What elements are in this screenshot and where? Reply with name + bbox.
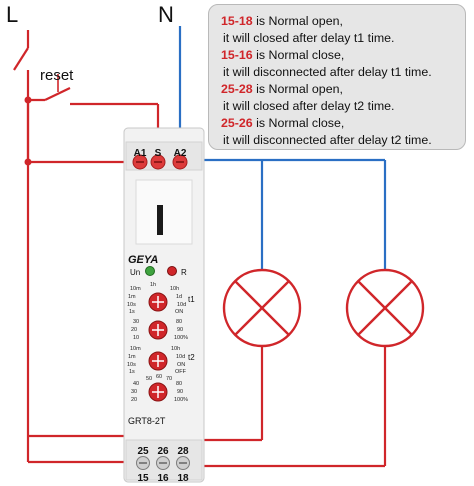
contact-description: is Normal open,	[252, 82, 343, 96]
svg-text:1m: 1m	[128, 294, 136, 300]
svg-text:30: 30	[133, 319, 139, 325]
led-label-r: R	[181, 268, 187, 277]
svg-text:1h: 1h	[150, 282, 156, 288]
dial-t1-label: t1	[188, 295, 195, 304]
svg-text:20: 20	[131, 397, 137, 403]
svg-text:20: 20	[131, 327, 137, 333]
svg-text:10m: 10m	[130, 286, 141, 292]
terminal-label-28: 28	[177, 446, 189, 457]
svg-text:1d: 1d	[176, 294, 182, 300]
led-un-indicator-icon	[145, 266, 155, 276]
svg-text:50: 50	[146, 376, 152, 382]
svg-text:10s: 10s	[127, 302, 136, 308]
contact-code: 25-26	[221, 116, 253, 130]
dial-t1-percent-scale: 30 80 20 90 10 100%	[131, 319, 188, 341]
dial-t2-label: t2	[188, 353, 195, 362]
led-r-indicator-icon	[167, 266, 177, 276]
svg-text:10s: 10s	[127, 362, 136, 368]
svg-text:70: 70	[166, 376, 172, 382]
live-wires	[26, 30, 387, 468]
svg-text:1m: 1m	[128, 354, 136, 360]
svg-text:10h: 10h	[170, 286, 179, 292]
contact-description: is Normal close,	[252, 48, 345, 62]
dial-t2-percent-scale: 50 60 70 40 80 30 90 20 100%	[131, 374, 188, 403]
contact-description: it will disconnected after delay t2 time…	[223, 133, 432, 147]
svg-text:1s: 1s	[129, 309, 135, 315]
info-line: it will disconnected after delay t1 time…	[221, 64, 457, 81]
contact-code: 15-18	[221, 14, 253, 28]
model-label: GRT8-2T	[128, 416, 166, 426]
svg-text:ON: ON	[175, 309, 183, 315]
info-line: 25-26 is Normal close,	[221, 115, 457, 132]
svg-text:10h: 10h	[171, 346, 180, 352]
neutral-label: N	[158, 2, 174, 27]
terminal-label-25: 25	[137, 446, 149, 457]
contact-description: it will closed after delay t1 time.	[223, 31, 395, 45]
svg-text:40: 40	[133, 381, 139, 387]
svg-text:100%: 100%	[174, 335, 188, 341]
junction-dot	[24, 158, 32, 166]
main-switch-icon	[13, 47, 29, 71]
top-terminals	[132, 154, 188, 170]
svg-text:1s: 1s	[129, 369, 135, 375]
svg-text:30: 30	[131, 389, 137, 395]
contact-code: 25-28	[221, 82, 253, 96]
din-clip-slot	[157, 205, 163, 235]
svg-text:60: 60	[156, 374, 162, 380]
contact-description: is Normal open,	[252, 14, 343, 28]
terminal-label-s: S	[155, 148, 162, 159]
svg-text:80: 80	[176, 381, 182, 387]
terminal-label-15: 15	[137, 473, 149, 484]
svg-text:100%: 100%	[174, 397, 188, 403]
reset-label: reset	[40, 67, 74, 84]
svg-text:90: 90	[177, 327, 183, 333]
lamp-2-icon	[345, 268, 425, 348]
svg-text:10d: 10d	[176, 354, 185, 360]
lamp-1-icon	[222, 268, 302, 348]
terminal-label-18: 18	[177, 473, 189, 484]
svg-text:10m: 10m	[130, 346, 141, 352]
dial-t2-range-scale: 10m 10h 1m 10d 10s ON 1s OFF	[127, 346, 187, 375]
terminal-label-a1: A1	[134, 148, 147, 159]
junction-dot	[24, 96, 32, 104]
info-line: it will closed after delay t1 time.	[221, 30, 457, 47]
dial-t1-range-scale: 10m 1h 10h 1m 1d 10s 10d 1s ON	[127, 282, 186, 315]
bottom-terminals	[136, 456, 190, 470]
contact-description: is Normal close,	[252, 116, 345, 130]
info-panel: 15-18 is Normal open,it will closed afte…	[208, 4, 466, 150]
info-line: 25-28 is Normal open,	[221, 81, 457, 98]
svg-text:10: 10	[133, 335, 139, 341]
svg-text:90: 90	[177, 389, 183, 395]
svg-text:ON: ON	[177, 362, 185, 368]
reset-switch-icon	[44, 87, 71, 101]
info-line: 15-16 is Normal close,	[221, 47, 457, 64]
contact-description: it will disconnected after delay t1 time…	[223, 65, 432, 79]
info-line: it will closed after delay t2 time.	[221, 98, 457, 115]
svg-text:80: 80	[176, 319, 182, 325]
info-line: it will disconnected after delay t2 time…	[221, 132, 457, 149]
line-label: L	[6, 2, 18, 27]
info-line: 15-18 is Normal open,	[221, 13, 457, 30]
terminal-label-16: 16	[157, 473, 169, 484]
brand-logo: GEYA	[128, 254, 158, 266]
contact-code: 15-16	[221, 48, 253, 62]
svg-text:10d: 10d	[177, 302, 186, 308]
terminal-label-26: 26	[157, 446, 169, 457]
contact-description: it will closed after delay t2 time.	[223, 99, 395, 113]
svg-text:OFF: OFF	[175, 369, 187, 375]
led-label-un: Un	[130, 268, 140, 277]
terminal-label-a2: A2	[174, 148, 187, 159]
